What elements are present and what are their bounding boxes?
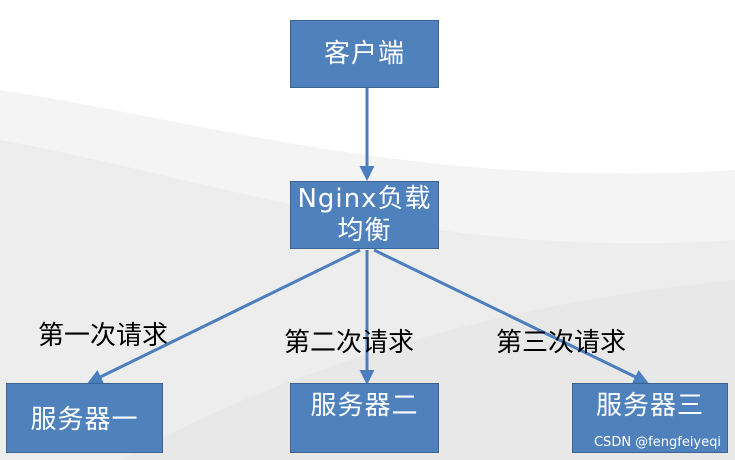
edge-nginx-to-server3	[373, 248, 649, 384]
server-two-node: 服务器二	[290, 383, 439, 453]
nginx-node-label: Nginx负载均衡	[297, 184, 432, 246]
server-three-node: 服务器三	[572, 383, 728, 453]
client-node-label: 客户端	[323, 39, 405, 69]
server-three-label: 服务器三	[595, 391, 704, 421]
edge-label-third-request: 第三次请求	[496, 328, 627, 358]
nginx-load-balancer-node: Nginx负载均衡	[290, 181, 439, 249]
edge-nginx-to-server1	[87, 248, 361, 384]
server-one-node: 服务器一	[6, 383, 163, 453]
client-node: 客户端	[290, 20, 439, 88]
server-one-label: 服务器一	[30, 405, 139, 435]
csdn-watermark: CSDN @fengfeiyeqi	[593, 435, 721, 450]
edge-label-first-request: 第一次请求	[38, 321, 169, 351]
edge-label-second-request: 第二次请求	[284, 328, 415, 358]
server-two-label: 服务器二	[310, 391, 419, 421]
